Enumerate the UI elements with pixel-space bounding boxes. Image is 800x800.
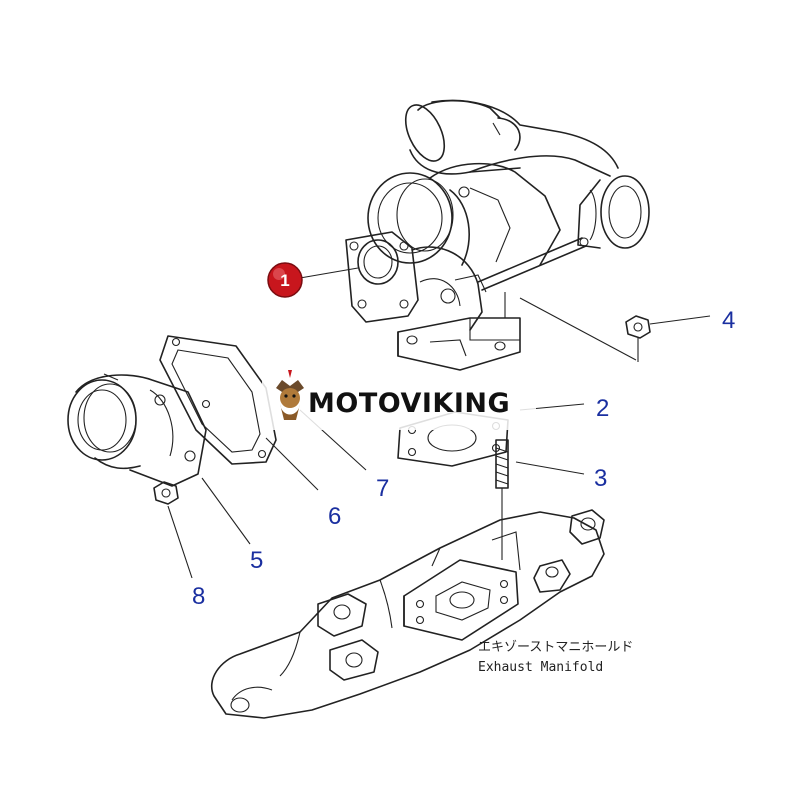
caption-english: Exhaust Manifold [478,660,603,675]
callout-1-label: 1 [280,271,289,290]
elbow-part-5 [67,373,207,487]
callout-2-label: 2 [596,395,609,422]
callout-3-label: 3 [594,465,607,492]
watermark: MOTOVIKING [262,370,536,430]
turbocharger-drawing [345,99,650,371]
callout-badge-1: 1 [267,262,303,298]
nut-part-4 [625,315,651,362]
callout-4-label: 4 [722,307,735,334]
exhaust-manifold-drawing [211,509,605,719]
viking-logo-icon [276,370,304,420]
callout-8-label: 8 [192,583,205,610]
leader-lines [167,267,711,579]
watermark-text: MOTOVIKING [308,388,510,419]
gasket-part-6 [159,335,277,465]
callout-6-label: 6 [328,503,341,530]
caption-japanese: エキゾーストマニホールド [478,640,633,655]
callout-7-label: 7 [376,475,389,502]
nut-part-8 [153,481,179,505]
callout-5-label: 5 [250,547,263,574]
stud-part-3 [495,439,509,560]
